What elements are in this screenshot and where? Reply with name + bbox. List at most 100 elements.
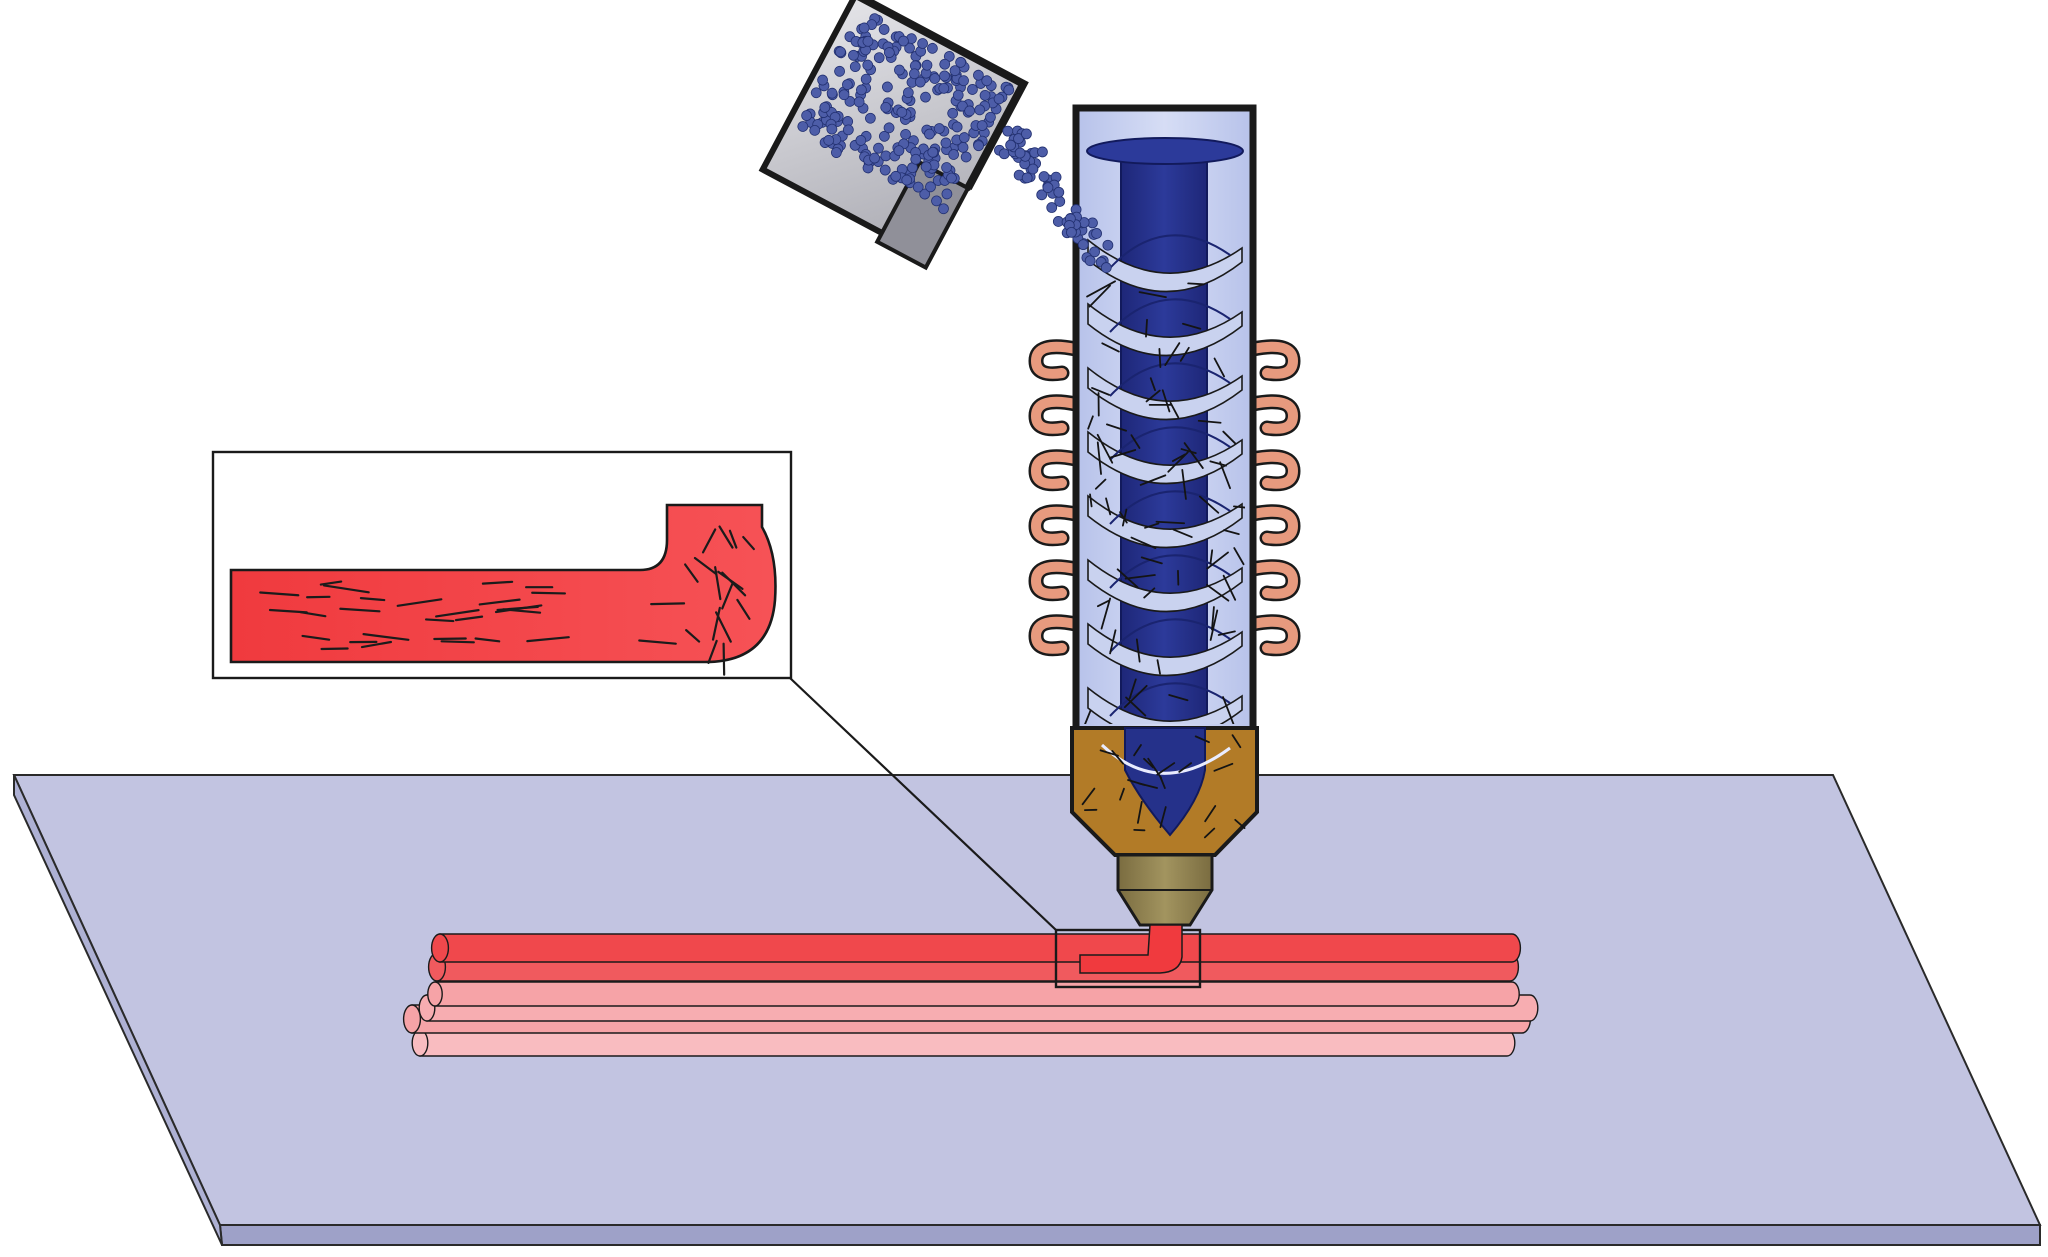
- fiber: [742, 535, 755, 551]
- fiber: [1143, 757, 1154, 769]
- fiber: [1133, 744, 1142, 757]
- screw-flight-back: [1109, 490, 1231, 525]
- pellet: [901, 174, 913, 186]
- fiber: [1211, 606, 1215, 631]
- pellet: [910, 153, 922, 165]
- pellet: [927, 146, 939, 158]
- pellet: [838, 89, 850, 101]
- heater-coil: [1248, 616, 1299, 654]
- screw-flight-back: [1109, 618, 1231, 653]
- fiber: [1234, 818, 1246, 829]
- fiber: [1096, 433, 1114, 464]
- pellet: [940, 137, 952, 149]
- fiber: [1081, 787, 1096, 806]
- fiber: [1206, 584, 1230, 602]
- bead-rod: [439, 933, 1522, 963]
- pellet: [933, 123, 945, 134]
- screw-tip: [1124, 727, 1206, 837]
- zoom-leader-line: [789, 677, 1057, 931]
- pellet: [979, 89, 991, 101]
- pellet: [967, 84, 978, 95]
- fiber: [1183, 442, 1204, 469]
- fiber: [301, 634, 331, 641]
- pellet: [817, 74, 829, 86]
- fiber: [1209, 460, 1227, 467]
- pellet: [841, 79, 853, 91]
- fiber: [1198, 495, 1220, 514]
- pellet: [856, 84, 867, 96]
- pellet: [964, 105, 976, 117]
- pellet: [797, 121, 809, 132]
- fiber: [1164, 342, 1181, 366]
- hopper-rim: [853, 0, 1029, 191]
- fiber: [1182, 322, 1202, 330]
- fiber: [1194, 735, 1210, 744]
- fiber: [1139, 474, 1167, 486]
- pellet: [883, 122, 895, 134]
- pellet: [810, 87, 822, 99]
- fiber: [1135, 638, 1141, 663]
- fiber: [1130, 536, 1157, 550]
- pellet: [878, 24, 890, 35]
- pellet: [948, 149, 960, 160]
- pellet: [920, 91, 931, 103]
- heater-coil: [1030, 561, 1081, 599]
- screw: [1083, 137, 1245, 724]
- fiber: [1144, 522, 1160, 529]
- fiber: [1222, 574, 1237, 601]
- fiber: [1138, 782, 1158, 789]
- bead-end-cap: [430, 933, 450, 963]
- fiber: [360, 640, 393, 649]
- fiber: [1089, 493, 1093, 508]
- fiber: [1181, 468, 1187, 500]
- heater-coil: [1030, 341, 1081, 379]
- fiber: [1086, 280, 1116, 298]
- pellet: [819, 102, 831, 113]
- fiber: [1149, 377, 1156, 392]
- pellet: [1100, 262, 1112, 273]
- fiber: [1083, 709, 1092, 724]
- pellet: [893, 145, 905, 157]
- screw-flight-back: [1109, 362, 1231, 397]
- pellet: [958, 75, 970, 87]
- pellet: [883, 47, 895, 58]
- pellet: [896, 106, 908, 118]
- heater-coil: [1030, 506, 1081, 544]
- pellet: [1002, 125, 1014, 137]
- screw-flight: [1087, 430, 1243, 485]
- zoom-leader-lines: [789, 677, 1202, 989]
- screw-flight-back: [1109, 682, 1231, 717]
- fiber: [1161, 389, 1171, 413]
- pellet: [865, 112, 876, 124]
- pellet: [955, 56, 967, 68]
- fiber: [481, 580, 514, 585]
- fiber: [494, 604, 543, 614]
- heater-coil: [1248, 561, 1299, 599]
- fiber: [1233, 505, 1245, 510]
- pellet: [898, 35, 909, 47]
- pellet: [1046, 202, 1058, 213]
- fiber: [1109, 449, 1137, 459]
- fiber: [424, 618, 455, 623]
- pellet-stream: [994, 125, 1114, 273]
- fiber: [1087, 415, 1094, 430]
- fiber: [440, 640, 475, 644]
- pellet: [902, 87, 914, 99]
- pellet: [939, 70, 950, 82]
- pellet: [1037, 146, 1048, 158]
- pellet: [1013, 133, 1024, 144]
- screw-flight: [1087, 558, 1243, 613]
- fiber: [531, 591, 566, 595]
- pellet: [941, 188, 953, 200]
- fiber: [1171, 453, 1186, 462]
- pellet: [1027, 163, 1039, 175]
- pellet: [920, 161, 932, 173]
- fiber: [684, 563, 699, 583]
- pellet: [862, 35, 874, 47]
- fiber: [478, 598, 521, 606]
- fiber: [1213, 357, 1225, 378]
- pellet: [973, 140, 984, 152]
- pellet: [921, 59, 933, 71]
